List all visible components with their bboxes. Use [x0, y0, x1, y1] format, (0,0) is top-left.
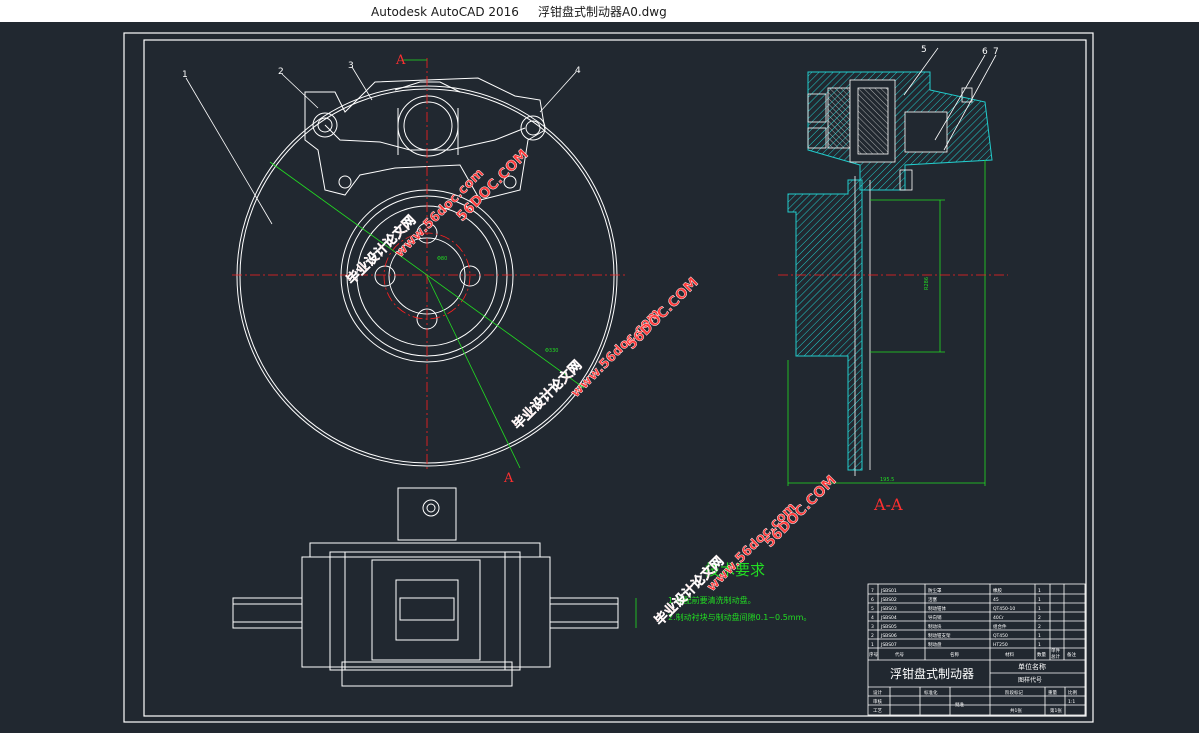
front-centerlines — [232, 58, 625, 472]
tb-design: 设计 — [873, 689, 882, 696]
bom-row-4-qty: 2 — [1038, 615, 1041, 621]
bom-row-1-code: JSBS01 — [880, 588, 897, 594]
part-label-4: 4 — [575, 66, 581, 76]
tech-req-line-1: 1.装配前要清洗制动盘。 — [668, 595, 756, 605]
section-view — [778, 47, 1008, 486]
tb-stage: 阶段标记 — [1005, 689, 1023, 696]
bom-row-1-no: 7 — [871, 588, 874, 594]
bom-header-name: 名称 — [950, 651, 959, 658]
tb-process: 工艺 — [873, 708, 882, 714]
tech-req-line-2: 2.制动衬块与制动盘间隙0.1~0.5mm。 — [668, 612, 811, 622]
bom-row-1-qty: 1 — [1038, 588, 1041, 594]
tech-req-heading: 技术要求 — [705, 561, 765, 579]
tb-scale-value: 1:1 — [1068, 699, 1075, 705]
bom-row-3-code: JSBS03 — [880, 606, 897, 612]
bom-row-5-name: 制动块 — [928, 623, 942, 630]
section-mark-top: A — [395, 53, 406, 68]
tb-check: 审核 — [873, 698, 882, 705]
dim-phi-hub: Φ80 — [437, 256, 447, 262]
part-label-7: 7 — [993, 47, 999, 57]
part-label-3: 3 — [348, 61, 354, 71]
title-block — [867, 583, 1086, 716]
tb-drawing-name: 浮钳盘式制动器 — [890, 666, 974, 681]
tb-standard: 标准化 — [924, 689, 938, 696]
window-title: Autodesk AutoCAD 2016 浮钳盘式制动器A0.dwg — [371, 5, 667, 19]
bom-row-2-name: 活塞 — [928, 596, 937, 603]
bom-header-mat: 材料 — [1005, 651, 1014, 658]
drawing-canvas[interactable]: 1 2 3 4 5 6 7 A A Φ80 Φ330 — [0, 22, 1199, 733]
tb-scale: 比例 — [1068, 689, 1077, 696]
bom-row-6-code: JSBS06 — [880, 633, 897, 639]
bom-row-4-code: JSBS04 — [880, 615, 897, 621]
section-mark-bottom: A — [503, 471, 514, 486]
bom-row-5-qty: 2 — [1038, 624, 1041, 630]
bom-row-6-no: 2 — [871, 633, 874, 639]
bom-row-2-qty: 1 — [1038, 597, 1041, 603]
watermark: 毕业设计论文网 www.56doc.com 56DOC.COM 毕业设计论文网 … — [343, 146, 840, 629]
bom-header-qty: 数量 — [1037, 651, 1046, 658]
bom-row-2-no: 6 — [871, 597, 874, 603]
bom-row-7-name: 制动盘 — [928, 641, 942, 648]
part-label-1: 1 — [182, 70, 188, 80]
bom-row-4-name: 导向销 — [928, 614, 942, 621]
tb-weight: 重量 — [1048, 689, 1057, 696]
bom-header-note: 备注 — [1067, 651, 1076, 658]
bom-header-code: 代号 — [895, 651, 904, 658]
part-label-2: 2 — [278, 67, 284, 77]
tb-unit-name: 单位名称 — [1018, 662, 1046, 671]
part-label-5: 5 — [921, 45, 927, 55]
watermark-en-2: 56DOC.COM — [624, 275, 702, 353]
tb-drawing-no: 图样代号 — [1018, 676, 1042, 684]
tb-sheets: 共1张 — [1010, 707, 1022, 714]
bom-row-7-qty: 1 — [1038, 642, 1041, 648]
bom-row-5-code: JSBS05 — [880, 624, 897, 630]
bom-row-1-mat: 橡胶 — [993, 587, 1002, 594]
bom-header-single: 单件 — [1051, 647, 1060, 654]
bom-row-7-no: 1 — [871, 642, 874, 648]
part-label-6: 6 — [982, 47, 988, 57]
bom-row-4-no: 4 — [871, 615, 874, 621]
bom-header-total: 总计 — [1051, 653, 1060, 660]
bom-row-5-no: 3 — [871, 624, 874, 630]
bom-row-4-mat: 40Cr — [993, 615, 1004, 621]
bom-row-6-name: 制动钳支架 — [928, 632, 951, 639]
bom-row-5-mat: 组合件 — [993, 623, 1007, 630]
bom-header-no: 序号 — [869, 651, 878, 658]
front-leaders — [185, 66, 577, 225]
top-view — [232, 487, 619, 687]
dim-phi-disc: Φ330 — [545, 348, 558, 354]
bom-row-7-code: JSBS07 — [880, 642, 897, 648]
front-dimensions — [269, 59, 585, 469]
inner-frame — [143, 39, 1087, 717]
bom-row-1-name: 防尘罩 — [928, 587, 942, 594]
dim-height: R286 — [924, 277, 930, 290]
bom-row-6-mat: QT450 — [993, 633, 1008, 639]
cad-drawing[interactable]: 1 2 3 4 5 6 7 A A Φ80 Φ330 — [0, 22, 1199, 733]
watermark-en-3: 56DOC.COM — [762, 473, 840, 551]
bom-row-3-qty: 1 — [1038, 606, 1041, 612]
bom-row-3-mat: QT450-10 — [993, 606, 1015, 612]
outer-frame — [123, 32, 1094, 723]
bom-row-2-code: JSBS02 — [880, 597, 897, 603]
tb-sheet: 第1张 — [1050, 707, 1062, 714]
bom-row-7-mat: HT250 — [993, 642, 1008, 648]
bom-row-6-qty: 1 — [1038, 633, 1041, 639]
bom-row-3-no: 5 — [871, 606, 874, 612]
dim-width: 195.5 — [880, 477, 894, 483]
window-titlebar: Autodesk AutoCAD 2016 浮钳盘式制动器A0.dwg — [0, 0, 1199, 22]
bom-row-2-mat: 45 — [993, 597, 999, 603]
tb-approve: 批准 — [955, 701, 964, 708]
watermark-site-3: www.56doc.com — [704, 500, 799, 595]
bom-row-3-name: 制动钳体 — [928, 605, 946, 612]
section-title: A-A — [873, 495, 903, 514]
